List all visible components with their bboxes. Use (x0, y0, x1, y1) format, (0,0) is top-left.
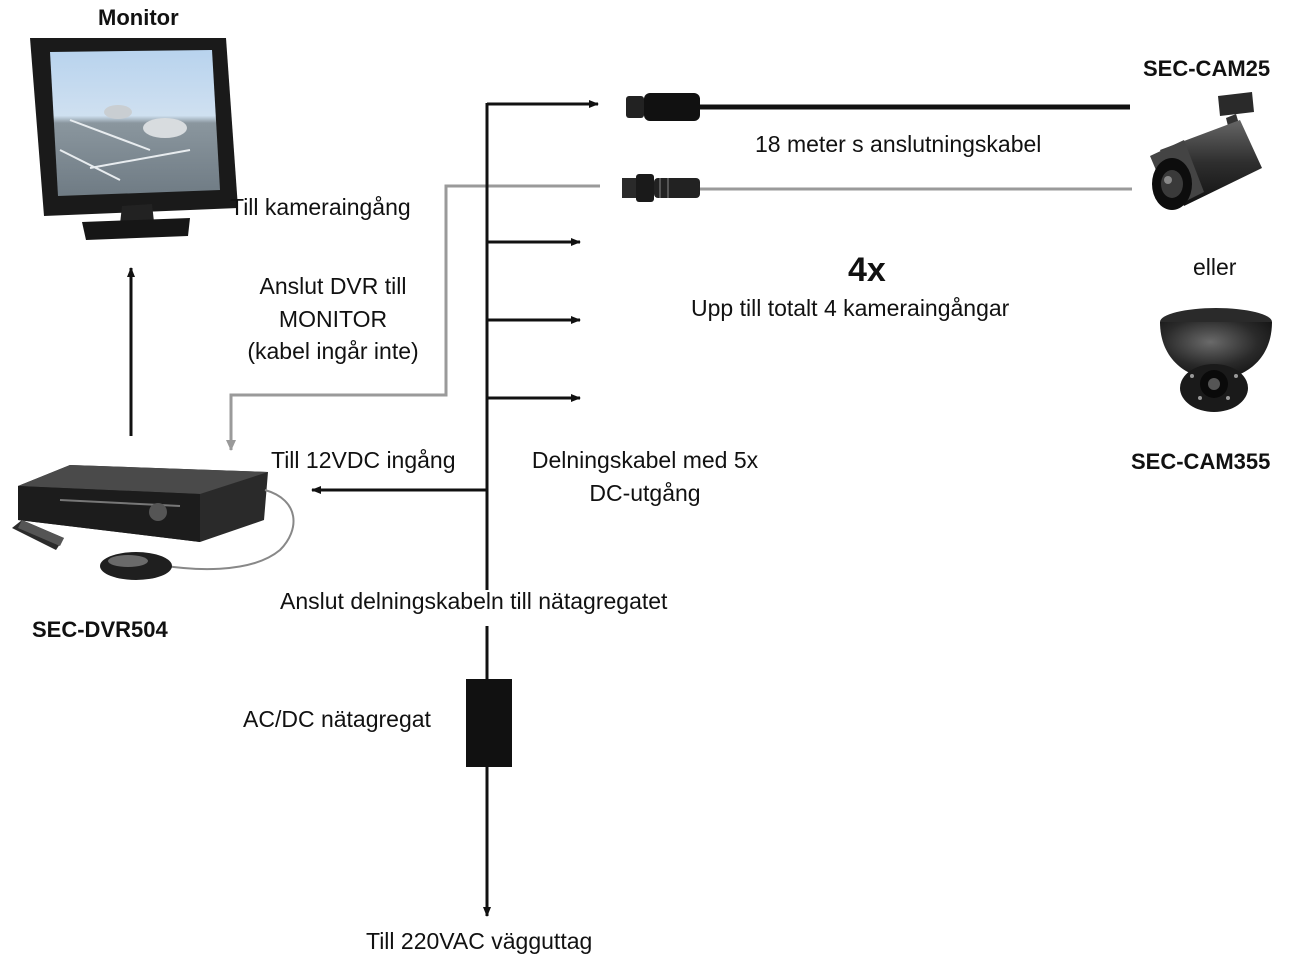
dc-plug-icon (626, 93, 700, 121)
dc-input-label: Till 12VDC ingång (271, 447, 456, 473)
splitter-cable-line2: DC-utgång (589, 479, 701, 506)
monitor-icon (30, 38, 238, 240)
wall-outlet-label: Till 220VAC vägguttag (366, 928, 593, 954)
dome-camera-model-label: SEC-CAM355 (1131, 449, 1271, 474)
mouse-icon (100, 552, 172, 580)
or-label: eller (1193, 254, 1237, 280)
dome-camera-icon (1160, 308, 1272, 412)
monitor-label: Monitor (98, 5, 179, 30)
bnc-plug-icon (622, 174, 700, 202)
connect-dvr-note: Anslut DVR till MONITOR (kabel ingår int… (232, 270, 434, 368)
power-adapter-label: AC/DC nätagregat (243, 706, 431, 732)
bullet-camera-model-label: SEC-CAM25 (1143, 56, 1271, 81)
camera-count-label: 4x (848, 251, 886, 289)
power-adapter-icon (466, 679, 512, 767)
dvr-icon (18, 465, 268, 542)
splitter-cable-line1: Delningskabel med 5x (531, 447, 759, 473)
connect-dvr-line3: (kabel ingår inte) (247, 338, 419, 365)
bullet-camera-icon (1150, 92, 1262, 210)
connect-dvr-line2: MONITOR (278, 305, 388, 332)
splitter-cable-note: Delningskabel med 5x DC-utgång (510, 444, 780, 509)
cable-length-label: 18 meter s anslutningskabel (755, 131, 1042, 157)
camera-input-label: Till kameraingång (230, 194, 411, 220)
camera-inputs-label: Upp till totalt 4 kameraingångar (691, 295, 1010, 321)
remote-icon (12, 520, 64, 550)
connect-splitter-label: Anslut delningskabeln till nätagregatet (280, 588, 668, 614)
connect-dvr-line1: Anslut DVR till (259, 273, 407, 299)
dvr-model-label: SEC-DVR504 (32, 617, 168, 642)
